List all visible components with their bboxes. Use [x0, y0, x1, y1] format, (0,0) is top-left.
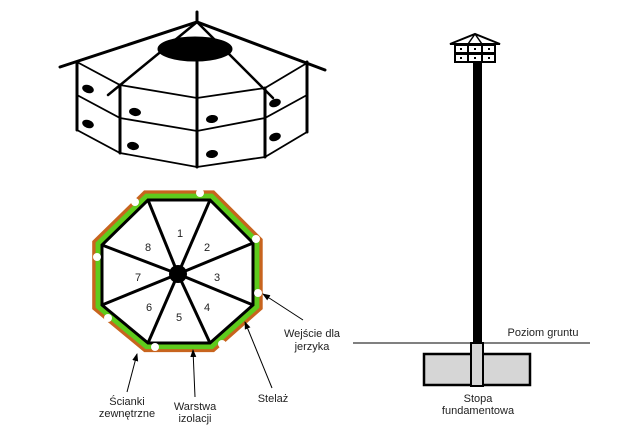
- section-numbers: 1 2 3 4 5 6 7 8: [135, 228, 220, 324]
- outer-wall: [92, 190, 263, 353]
- tower: [353, 32, 590, 387]
- section-3: 3: [214, 272, 220, 284]
- label-frame: Stelaż: [258, 393, 289, 405]
- label-entrance-2: jerzyka: [294, 341, 331, 353]
- label-footing-2: fundamentowa: [442, 405, 515, 417]
- tower-birdhouse: [449, 32, 501, 63]
- label-ground: Poziom gruntu: [508, 327, 579, 339]
- octagon-plan: 1 2 3 4 5 6 7 8: [92, 189, 263, 353]
- birdhouse-perspective: [58, 10, 327, 169]
- label-insulation-1: Warstwa: [174, 401, 217, 413]
- pole-sleeve: [470, 342, 484, 387]
- callout-arrows: [126, 293, 304, 398]
- label-insulation-2: izolacji: [178, 413, 211, 425]
- section-2: 2: [204, 242, 210, 254]
- entrance-holes: [82, 84, 281, 159]
- entrance-gaps: [93, 189, 262, 351]
- section-5: 5: [176, 312, 182, 324]
- frame-spokes: [101, 199, 254, 344]
- section-6: 6: [146, 302, 152, 314]
- center-post: [169, 265, 187, 283]
- section-7: 7: [135, 272, 141, 284]
- label-walls-1: Ścianki: [109, 395, 144, 408]
- pole: [473, 62, 482, 344]
- roof-opening: [157, 36, 233, 62]
- label-entrance-1: Wejście dla: [284, 328, 341, 340]
- insulation-layer: [95, 193, 260, 350]
- section-8: 8: [145, 242, 151, 254]
- section-1: 1: [177, 228, 183, 240]
- label-walls-2: zewnętrzne: [99, 408, 155, 420]
- label-footing-1: Stopa: [464, 393, 494, 405]
- section-4: 4: [204, 302, 210, 314]
